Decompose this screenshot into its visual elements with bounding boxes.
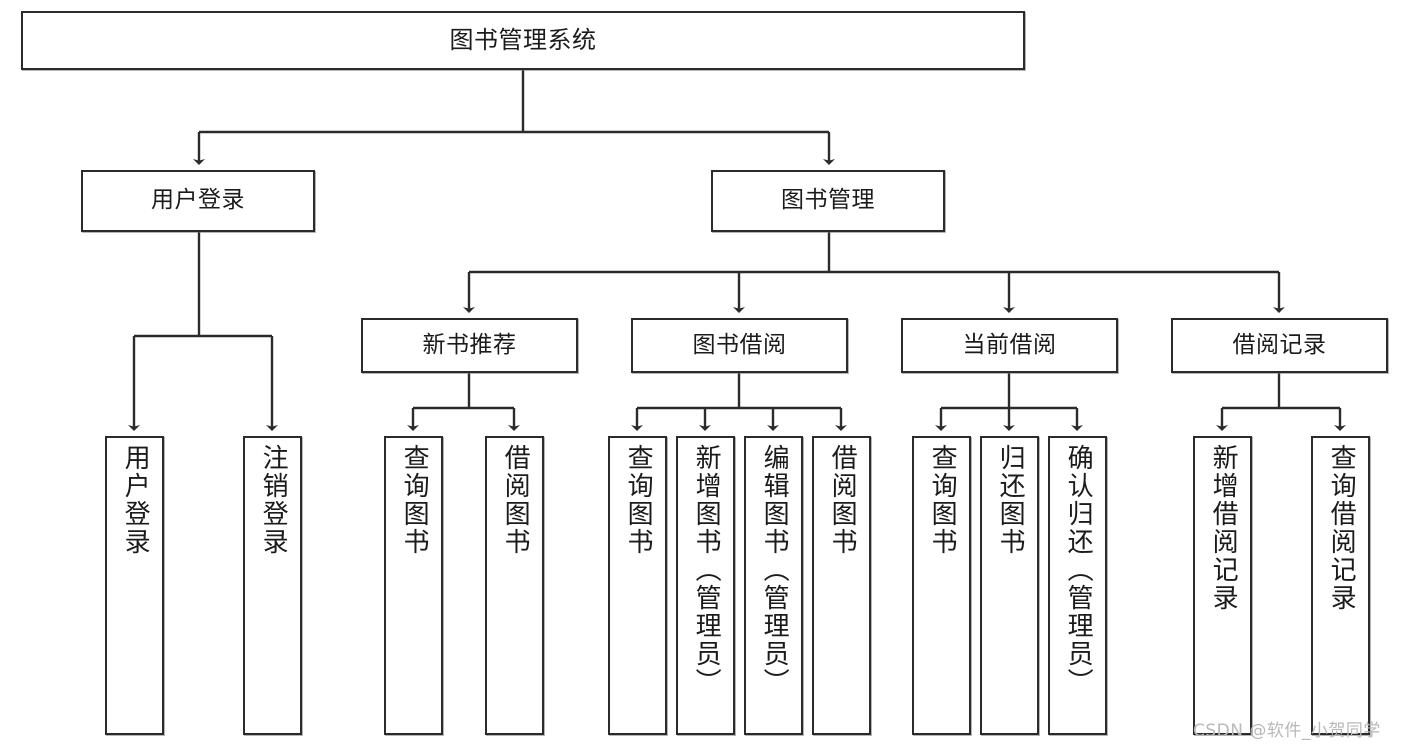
node-book-borrow-label: 图书借阅 <box>692 331 787 358</box>
node-leaf-borrow-add-book-label: 新增图书（管理员） <box>691 444 722 696</box>
node-borrow-record-label: 借阅记录 <box>1232 331 1327 358</box>
node-leaf-borrow-query-book-label: 查询图书 <box>623 444 654 556</box>
node-leaf-current-query-book[interactable]: 查询图书 <box>912 436 971 735</box>
node-borrow-record[interactable]: 借阅记录 <box>1171 318 1388 373</box>
node-leaf-user-login-label: 用户登录 <box>120 444 151 556</box>
node-new-book-recommend[interactable]: 新书推荐 <box>361 318 578 373</box>
node-leaf-recommend-borrow-book[interactable]: 借阅图书 <box>485 436 544 735</box>
node-book-manage-label: 图书管理 <box>781 187 875 214</box>
node-current-borrow[interactable]: 当前借阅 <box>901 318 1118 373</box>
node-leaf-record-add[interactable]: 新增借阅记录 <box>1193 436 1252 735</box>
node-leaf-borrow-query-book[interactable]: 查询图书 <box>608 436 667 735</box>
node-current-borrow-label: 当前借阅 <box>962 331 1057 358</box>
node-root[interactable]: 图书管理系统 <box>21 11 1025 70</box>
node-leaf-recommend-borrow-book-label: 借阅图书 <box>500 444 531 556</box>
node-leaf-borrow-edit-book-label: 编辑图书（管理员） <box>759 444 790 696</box>
csdn-watermark: CSDN @软件_小贺同学 <box>1193 721 1381 741</box>
node-leaf-borrow-do-borrow-label: 借阅图书 <box>827 444 858 556</box>
node-leaf-recommend-query-book-label: 查询图书 <box>399 444 430 556</box>
node-leaf-current-query-book-label: 查询图书 <box>927 444 958 556</box>
node-leaf-borrow-add-book[interactable]: 新增图书（管理员） <box>676 436 735 735</box>
node-leaf-record-search[interactable]: 查询借阅记录 <box>1311 436 1370 735</box>
node-leaf-current-confirm-return[interactable]: 确认归还（管理员） <box>1048 436 1107 735</box>
node-root-label: 图书管理系统 <box>449 26 597 55</box>
node-leaf-borrow-do-borrow[interactable]: 借阅图书 <box>812 436 871 735</box>
node-leaf-current-return-book-label: 归还图书 <box>995 444 1026 556</box>
node-leaf-recommend-query-book[interactable]: 查询图书 <box>384 436 443 735</box>
node-leaf-user-login[interactable]: 用户登录 <box>105 436 164 735</box>
node-book-borrow[interactable]: 图书借阅 <box>631 318 848 373</box>
node-leaf-borrow-edit-book[interactable]: 编辑图书（管理员） <box>744 436 803 735</box>
node-book-manage[interactable]: 图书管理 <box>711 170 945 232</box>
node-leaf-record-search-label: 查询借阅记录 <box>1326 444 1357 612</box>
node-leaf-current-confirm-return-label: 确认归还（管理员） <box>1063 444 1094 696</box>
node-new-book-recommend-label: 新书推荐 <box>422 331 517 358</box>
node-leaf-user-logout-label: 注销登录 <box>258 444 289 556</box>
node-leaf-current-return-book[interactable]: 归还图书 <box>980 436 1039 735</box>
node-user-login[interactable]: 用户登录 <box>81 170 315 232</box>
node-user-login-label: 用户登录 <box>151 187 245 214</box>
node-leaf-record-add-label: 新增借阅记录 <box>1208 444 1239 612</box>
node-leaf-user-logout[interactable]: 注销登录 <box>243 436 302 735</box>
